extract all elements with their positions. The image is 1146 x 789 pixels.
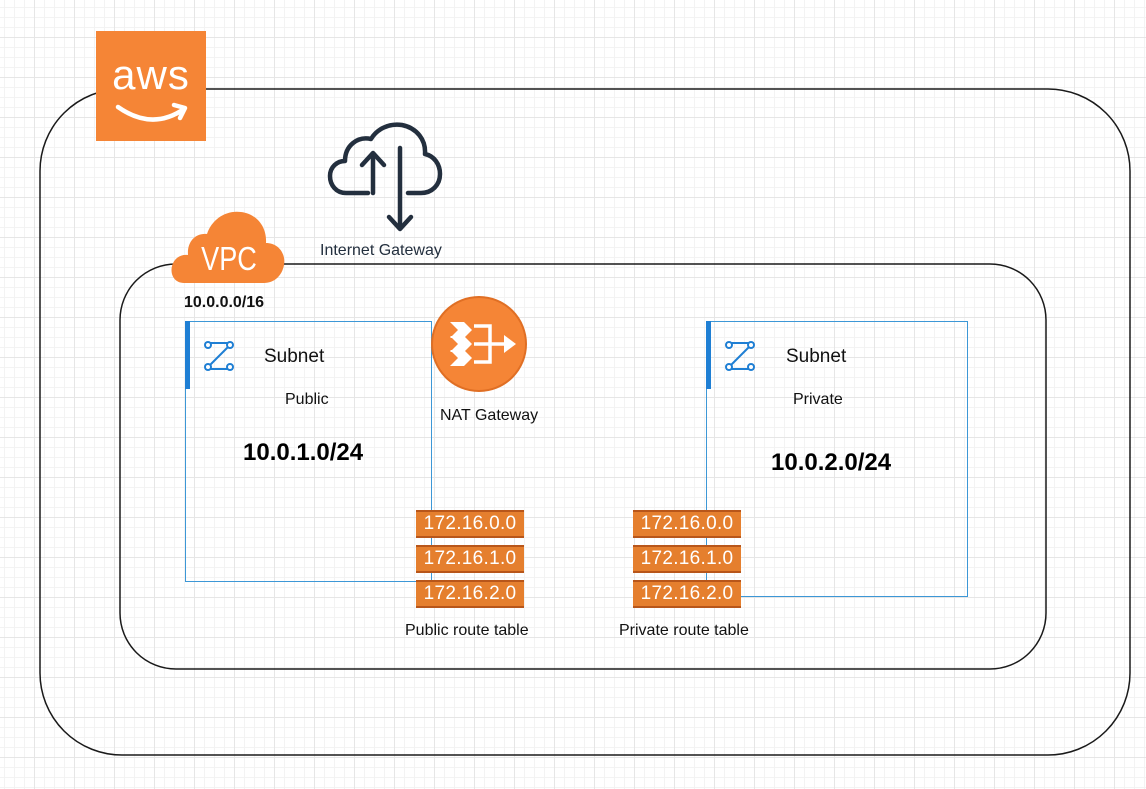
subnet-public-cidr: 10.0.1.0/24 [243,439,364,466]
aws-smile-icon [115,102,188,122]
route-table-row: 172.16.0.0 [416,510,524,538]
aws-logo-text: aws [112,51,190,98]
route-table-public-label: Public route table [405,622,529,639]
internet-gateway-label: Internet Gateway [320,242,442,259]
aws-logo: aws [96,31,206,141]
vpc-badge-text: VPC [201,240,257,277]
route-table-row: 172.16.1.0 [633,545,741,573]
subnet-icon [725,341,755,371]
subnet-icon [204,341,234,371]
vpc-badge: VPC [170,206,288,286]
vpc-cloud-icon [171,211,285,283]
route-table-row: 172.16.2.0 [633,580,741,608]
subnet-private-title: Subnet [786,346,847,367]
subnet-public-type: Public [285,391,329,408]
nat-gateway-icon[interactable] [430,295,528,393]
vpc-container [119,263,1047,670]
subnet-private-accent [705,320,711,389]
route-table-public[interactable]: 172.16.0.0 172.16.1.0 172.16.2.0 [416,510,526,612]
subnet-private-type: Private [793,391,843,408]
subnet-public[interactable] [184,320,432,582]
route-table-row: 172.16.0.0 [633,510,741,538]
route-table-row: 172.16.2.0 [416,580,524,608]
cloud-upload-download-icon [327,122,443,232]
subnet-public-title: Subnet [264,346,325,367]
subnet-private[interactable] [705,320,968,597]
aws-cloud-container [39,88,1131,756]
subnet-private-cidr: 10.0.2.0/24 [771,449,892,476]
route-table-row: 172.16.1.0 [416,545,524,573]
nat-gateway-label: NAT Gateway [440,407,539,424]
subnet-public-accent [184,320,190,389]
route-table-private-label: Private route table [619,622,749,639]
route-table-private[interactable]: 172.16.0.0 172.16.1.0 172.16.2.0 [633,510,743,612]
vpc-cidr: 10.0.0.0/16 [184,294,265,311]
